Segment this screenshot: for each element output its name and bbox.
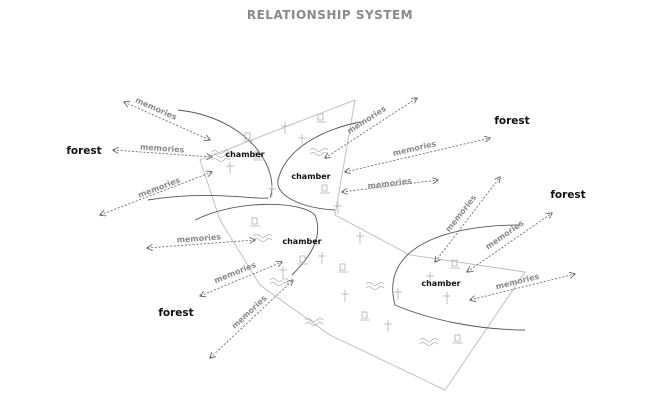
grave-icon [320, 184, 330, 194]
water-icon [419, 338, 439, 346]
diagram-title: RELATIONSHIP SYSTEM [246, 8, 414, 22]
chamber-label: chamber [421, 279, 460, 288]
memories-arrow [467, 213, 552, 272]
memories-label: memories [495, 272, 541, 292]
memories-arrow [113, 150, 212, 157]
memories-arrow [100, 172, 212, 215]
water-icon [269, 278, 289, 286]
memories-arrow [342, 180, 438, 192]
forest-label: forest [550, 189, 585, 201]
water-icon [309, 148, 329, 156]
forest-label: forest [66, 145, 101, 157]
cross-icon [318, 252, 326, 264]
cross-icon [281, 122, 289, 134]
memories-arrow [147, 240, 255, 248]
chamber-boundary-curve [394, 304, 526, 331]
water-icon [304, 318, 324, 326]
memories-label: memories [134, 96, 179, 122]
cross-icon [334, 202, 342, 214]
grave-icon [360, 311, 370, 321]
chamber-label: chamber [291, 172, 330, 181]
memories-arrow [200, 262, 282, 296]
cross-icon [226, 162, 234, 174]
grave-icon [243, 132, 253, 142]
cross-icon [394, 288, 402, 300]
memories-label: memories [176, 232, 221, 244]
grave-icon [250, 217, 260, 227]
site-polygon [199, 99, 526, 391]
cross-icon [356, 232, 364, 244]
memories-label: memories [367, 176, 412, 190]
grave-icon [316, 113, 326, 123]
memories-labels: memories memories memories memories memo… [134, 96, 540, 331]
cross-icon [279, 266, 287, 278]
grave-icon [453, 334, 463, 344]
memories-label: memories [230, 294, 269, 331]
chamber-label: chamber [225, 150, 264, 159]
memories-arrows [100, 98, 575, 358]
cross-icon [384, 320, 392, 332]
chamber-label: chamber [282, 237, 321, 246]
grave-icon [338, 263, 348, 273]
water-icon [211, 150, 231, 162]
memories-label: memories [392, 139, 438, 158]
chamber-boundary-curve [147, 195, 269, 201]
cross-icon [426, 272, 434, 284]
forest-label: forest [158, 307, 193, 319]
chamber-boundary-curve [277, 121, 361, 211]
cross-icon [341, 290, 349, 302]
grave-icon [253, 151, 263, 161]
chamber-boundary-curve [194, 203, 319, 276]
memories-label: memories [140, 142, 185, 154]
water-icon [253, 234, 273, 242]
memories-label: memories [137, 175, 182, 199]
forest-label: forest [494, 115, 529, 127]
water-icon [365, 282, 385, 290]
memories-arrow [345, 138, 490, 172]
memories-label: memories [484, 218, 526, 251]
memories-arrow [325, 98, 417, 158]
memories-arrow [470, 274, 575, 300]
cross-icon [298, 134, 306, 146]
memories-arrow [124, 102, 210, 140]
grave-icon [298, 255, 308, 265]
terrain-symbols [211, 113, 463, 346]
cross-icon [268, 185, 276, 197]
memories-arrow [210, 280, 293, 358]
cross-icon [443, 292, 451, 304]
